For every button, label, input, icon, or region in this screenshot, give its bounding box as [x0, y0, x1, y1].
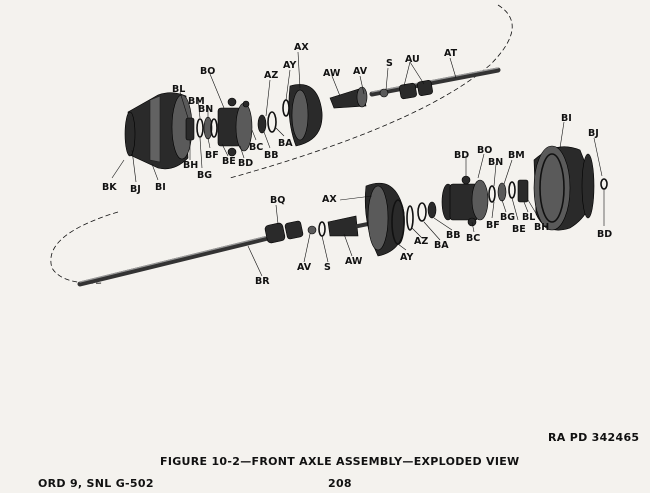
label-bq-lower: BQ: [270, 195, 285, 206]
hub-upper: [217, 97, 253, 157]
label-aw-upper: AW: [323, 68, 341, 79]
label-aw-lower: AW: [345, 256, 363, 267]
label-s-upper: S: [386, 58, 393, 69]
label-az-upper: AZ: [264, 70, 278, 81]
part-labels-upper: AX AZ AY BO BL BM BN AW AV S AU AT BK BJ…: [102, 42, 458, 195]
label-bj-lower: BJ: [588, 128, 599, 139]
brake-drum-lower: [533, 145, 595, 231]
label-ba-lower: BA: [434, 240, 449, 251]
label-s-lower: S: [324, 262, 331, 273]
bearing-nuts-upper: [185, 116, 218, 141]
label-bf-lower: BF: [486, 220, 500, 231]
ordnance-reference: ORD 9, SNL G-502: [38, 477, 154, 490]
label-bg-upper: BG: [197, 170, 212, 181]
label-bo-lower: BO: [477, 145, 492, 156]
label-bc-lower: BC: [466, 233, 480, 244]
spindle-upper: [329, 86, 368, 109]
label-br-lower: BR: [255, 276, 270, 287]
bearing-nuts-lower: [488, 179, 529, 203]
label-ay-upper: AY: [283, 60, 296, 71]
brake-drum-upper: [124, 92, 193, 170]
label-bo-upper: BO: [200, 66, 215, 77]
backing-plate-lower: [364, 182, 414, 257]
leader-lines-upper: [111, 51, 457, 183]
part-labels-lower: BI BJ BD BO BN BM BQ AX BF BG BE BL BH B…: [255, 113, 612, 287]
label-at-upper: AT: [444, 48, 458, 59]
label-bl-lower: BL: [522, 212, 535, 223]
label-bm-upper: BM: [188, 96, 205, 107]
label-bn-lower: BN: [488, 157, 503, 168]
bearing-upper: [257, 111, 277, 134]
axle-shaft-upper: [369, 67, 501, 97]
label-bi-upper: BI: [155, 182, 166, 193]
assembly-path-curve-lower: [50, 211, 119, 284]
label-be-lower: BE: [512, 224, 526, 235]
label-bg-lower: BG: [500, 212, 515, 223]
label-ay-lower: AY: [400, 252, 413, 263]
label-bj-upper: BJ: [130, 184, 141, 195]
label-bd-lower: BD: [597, 229, 612, 240]
spindle-lower: [327, 215, 370, 237]
universal-joint-upper: [379, 80, 433, 100]
label-av-upper: AV: [353, 66, 368, 77]
page-number: 208: [328, 477, 352, 490]
label-bf-upper: BF: [205, 150, 219, 161]
label-bk-upper: BK: [102, 182, 117, 193]
hub-lower: [441, 175, 489, 227]
label-bc-upper: BC: [249, 142, 263, 153]
label-bh-upper: BH: [183, 160, 198, 171]
leader-lines-lower: [247, 121, 605, 277]
assembly-path-curve-upper: [229, 4, 513, 179]
label-ax-upper: AX: [294, 42, 309, 53]
label-ax-lower: AX: [322, 194, 337, 205]
label-bm-lower: BM: [508, 150, 525, 161]
label-bb-upper: BB: [264, 150, 278, 161]
bearing-lower: [417, 201, 437, 222]
label-bi-lower: BI: [561, 113, 572, 124]
figure-caption: FIGURE 10-2—FRONT AXLE ASSEMBLY—EXPLODED…: [160, 455, 520, 468]
label-bn-upper: BN: [198, 104, 213, 115]
label-az-lower: AZ: [414, 236, 428, 247]
universal-joint-lower: [264, 220, 326, 244]
label-bd-upper: BD: [238, 158, 253, 169]
axle-shaft-lower: [77, 235, 271, 287]
backing-plate-upper: [282, 84, 323, 147]
label-ba-upper: BA: [278, 138, 293, 149]
label-bl-upper: BL: [172, 84, 185, 95]
label-au-upper: AU: [405, 54, 420, 65]
label-bb-lower: BB: [446, 230, 460, 241]
label-av-lower: AV: [297, 262, 312, 273]
label-be-upper: BE: [222, 156, 236, 167]
label-bh-lower: BH: [534, 222, 549, 233]
label-bd-lower-top: BD: [454, 150, 469, 161]
cap-lower: [600, 178, 608, 190]
figure-reference: RA PD 342465: [548, 431, 640, 444]
